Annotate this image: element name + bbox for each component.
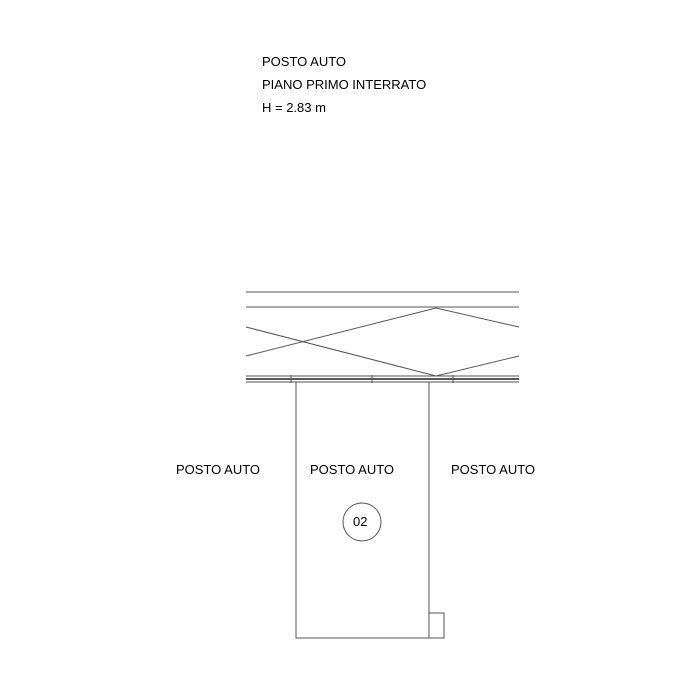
column xyxy=(428,612,445,639)
ramp-line-a xyxy=(245,326,520,377)
space-number: 02 xyxy=(353,514,368,529)
parking-space-outline xyxy=(295,381,430,639)
parking-label-right: POSTO AUTO xyxy=(451,462,536,477)
parking-label-center: POSTO AUTO xyxy=(310,462,395,477)
ramp-line-b xyxy=(245,307,520,357)
height-label: H = 2.83 m xyxy=(262,100,326,115)
parking-label-left: POSTO AUTO xyxy=(176,462,261,477)
title-label: POSTO AUTO xyxy=(262,54,347,69)
space-number-circle xyxy=(342,502,382,542)
floor-label: PIANO PRIMO INTERRATO xyxy=(262,77,427,92)
